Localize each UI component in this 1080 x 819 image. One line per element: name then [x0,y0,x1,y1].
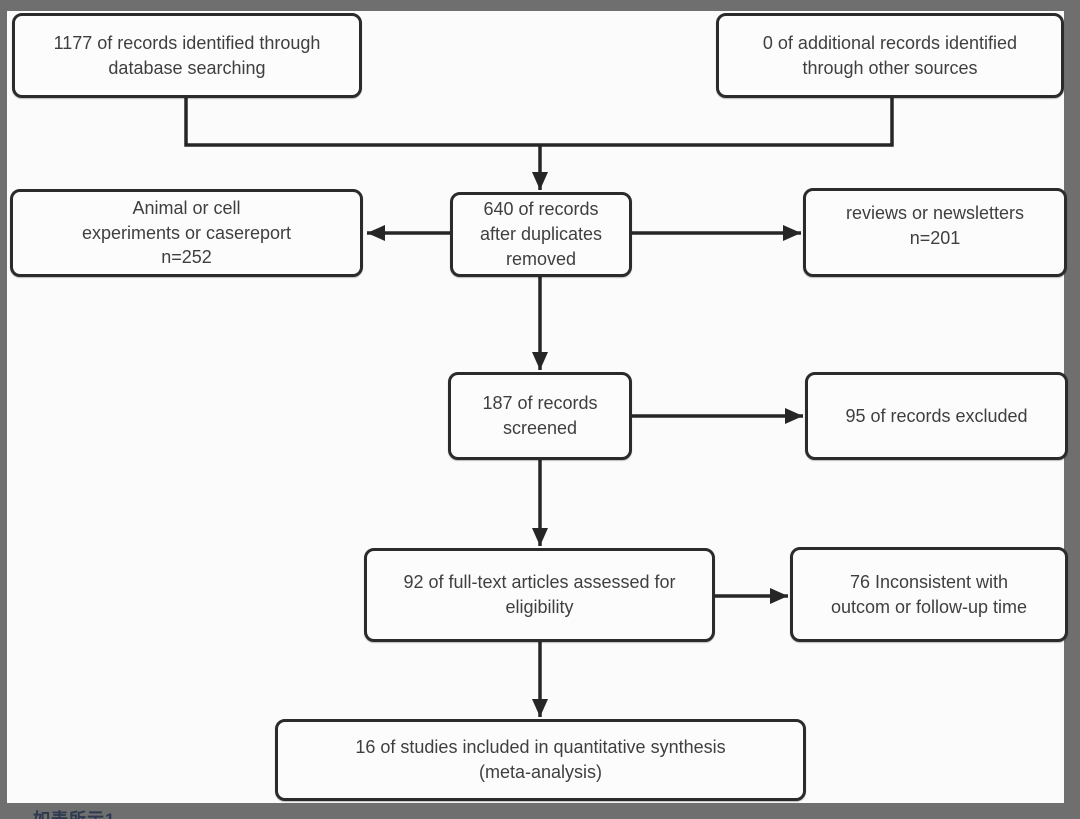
flow-box-after-duplicates: 640 of records after duplicates removed [450,192,632,277]
flow-box-inconsistent-excluded: 76 Inconsistent with outcom or follow-up… [790,547,1068,642]
flow-box-animal-cell-excluded: Animal or cell experiments or casereport… [10,189,363,277]
flow-box-reviews-newsletters-excluded: reviews or newsletters n=201 [803,188,1067,277]
flow-box-studies-included: 16 of studies included in quantitative s… [275,719,806,801]
flow-box-additional-records: 0 of additional records identified throu… [716,13,1064,98]
flow-box-fulltext-assessed: 92 of full-text articles assessed for el… [364,548,715,642]
flow-box-records-excluded: 95 of records excluded [805,372,1068,460]
flow-box-records-identified: 1177 of records identified through datab… [12,13,362,98]
flow-box-records-screened: 187 of records screened [448,372,632,460]
caption-text-fragment: 如表所示1 [33,805,115,819]
